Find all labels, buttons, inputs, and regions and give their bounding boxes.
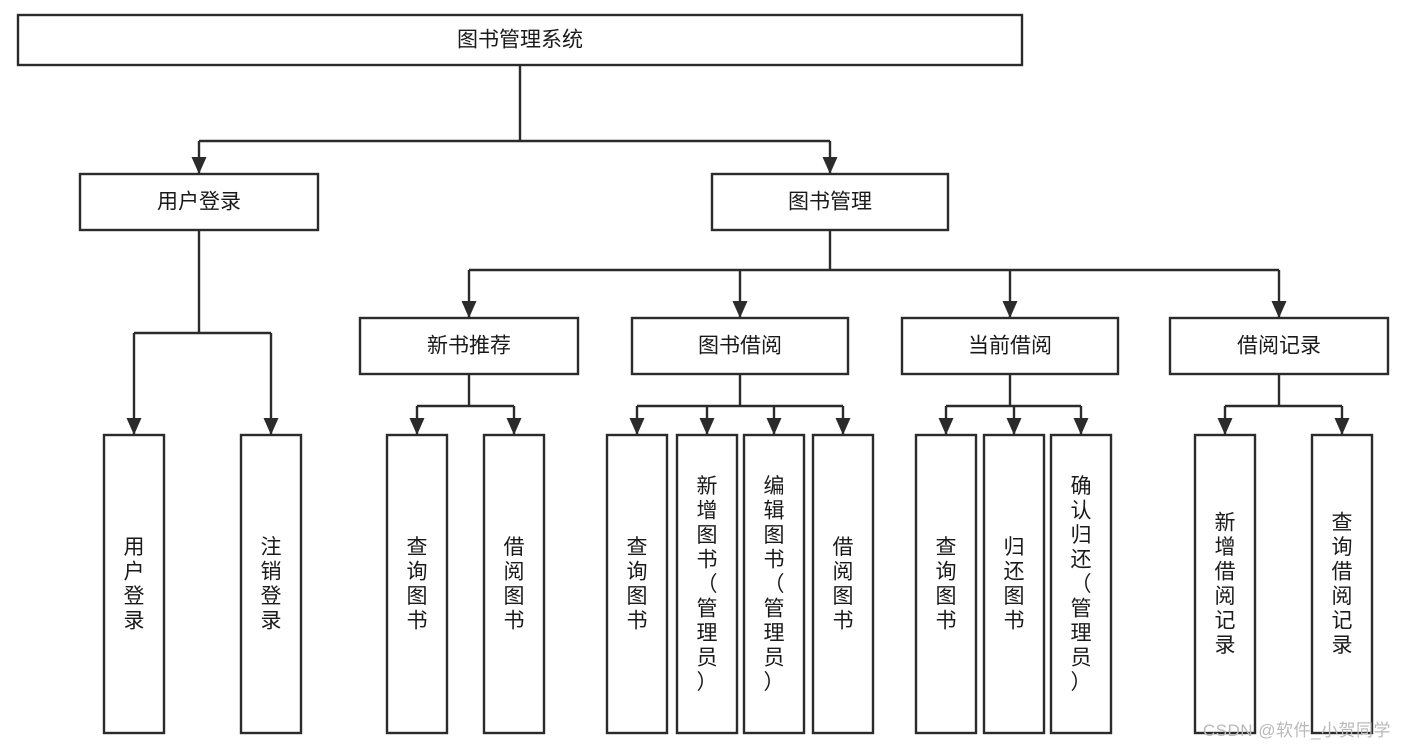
node-label: 借阅图书: [833, 536, 854, 633]
node-leaf-rec-query-book[interactable]: 查询图书: [385, 433, 449, 735]
node-leaf-borrow-add-book[interactable]: 新增图书（管理员）: [675, 433, 739, 735]
arrow-head-icon: [1217, 418, 1233, 435]
node-borrow-record[interactable]: 借阅记录: [1168, 316, 1390, 376]
arrow-head-icon: [409, 418, 425, 435]
node-box: [78, 172, 320, 232]
arrow-head-icon: [1073, 418, 1089, 435]
arrow-head-icon: [1334, 418, 1350, 435]
node-label: 用户登录: [124, 536, 145, 633]
node-label: 图书借阅: [698, 335, 782, 358]
node-book-borrow[interactable]: 图书借阅: [630, 316, 850, 376]
arrow-head-icon: [629, 418, 645, 435]
node-box: [1310, 433, 1374, 735]
arrow-head-icon: [461, 301, 477, 318]
node-leaf-rec-borrow-book[interactable]: 借阅图书: [482, 433, 546, 735]
arrow-head-icon: [263, 418, 279, 435]
node-label: 图书管理: [788, 191, 872, 214]
node-box: [900, 316, 1120, 376]
node-label: 查询借阅记录: [1332, 512, 1353, 658]
node-book-manage[interactable]: 图书管理: [710, 172, 950, 232]
arrow-head-icon: [191, 157, 207, 174]
node-label: 确认归还（管理员）: [1071, 475, 1092, 694]
node-label: 查询图书: [627, 536, 648, 633]
node-box: [982, 433, 1046, 735]
node-label: 新增图书（管理员）: [697, 475, 718, 694]
node-label: 查询图书: [407, 536, 428, 633]
node-box: [630, 316, 850, 376]
node-label: 新书推荐: [427, 335, 511, 358]
node-box: [742, 433, 806, 735]
node-leaf-cur-return-book[interactable]: 归还图书: [982, 433, 1046, 735]
node-user-login[interactable]: 用户登录: [78, 172, 320, 232]
arrow-head-icon: [822, 157, 838, 174]
node-box: [16, 13, 1024, 67]
arrow-head-icon: [1002, 301, 1018, 318]
node-leaf-user-login[interactable]: 用户登录: [102, 433, 166, 735]
arrow-head-icon: [835, 418, 851, 435]
node-label: 注销登录: [261, 536, 282, 633]
node-label: 查询图书: [936, 536, 957, 633]
node-box: [1049, 433, 1113, 735]
node-box: [605, 433, 669, 735]
node-box: [675, 433, 739, 735]
node-box: [239, 433, 303, 735]
node-box: [1193, 433, 1257, 735]
node-label: 归还图书: [1004, 536, 1025, 633]
arrow-head-icon: [506, 418, 522, 435]
arrow-head-icon: [1271, 301, 1287, 318]
node-label: 借阅图书: [504, 536, 525, 633]
node-leaf-cur-query-book[interactable]: 查询图书: [914, 433, 978, 735]
watermark-text: CSDN @软件_小贺同学: [1202, 721, 1391, 740]
node-box: [102, 433, 166, 735]
node-label: 借阅记录: [1237, 335, 1321, 358]
node-label: 用户登录: [157, 191, 241, 214]
node-box: [811, 433, 875, 735]
node-new-book-rec[interactable]: 新书推荐: [358, 316, 580, 376]
node-label: 图书管理系统: [457, 29, 583, 52]
node-leaf-borrow-lend-book[interactable]: 借阅图书: [811, 433, 875, 735]
node-leaf-borrow-edit-book[interactable]: 编辑图书（管理员）: [742, 433, 806, 735]
node-label: 当前借阅: [968, 335, 1052, 358]
node-current-borrow[interactable]: 当前借阅: [900, 316, 1120, 376]
node-box: [914, 433, 978, 735]
node-leaf-borrow-query-book[interactable]: 查询图书: [605, 433, 669, 735]
node-box: [1168, 316, 1390, 376]
node-root[interactable]: 图书管理系统: [16, 13, 1024, 67]
arrow-head-icon: [766, 418, 782, 435]
node-leaf-rec-add-record[interactable]: 新增借阅记录: [1193, 433, 1257, 735]
node-box: [710, 172, 950, 232]
arrow-head-icon: [126, 418, 142, 435]
arrow-head-icon: [699, 418, 715, 435]
arrow-head-icon: [1006, 418, 1022, 435]
nodes-layer: 图书管理系统用户登录图书管理新书推荐图书借阅当前借阅借阅记录用户登录注销登录查询…: [16, 13, 1390, 735]
node-leaf-cur-confirm-return[interactable]: 确认归还（管理员）: [1049, 433, 1113, 735]
node-box: [385, 433, 449, 735]
node-label: 编辑图书（管理员）: [764, 475, 785, 694]
node-box: [358, 316, 580, 376]
arrow-head-icon: [938, 418, 954, 435]
node-leaf-user-logout[interactable]: 注销登录: [239, 433, 303, 735]
node-box: [482, 433, 546, 735]
edges-layer: [126, 65, 1350, 435]
arrow-head-icon: [732, 301, 748, 318]
node-leaf-rec-query-record[interactable]: 查询借阅记录: [1310, 433, 1374, 735]
node-label: 新增借阅记录: [1215, 512, 1236, 658]
